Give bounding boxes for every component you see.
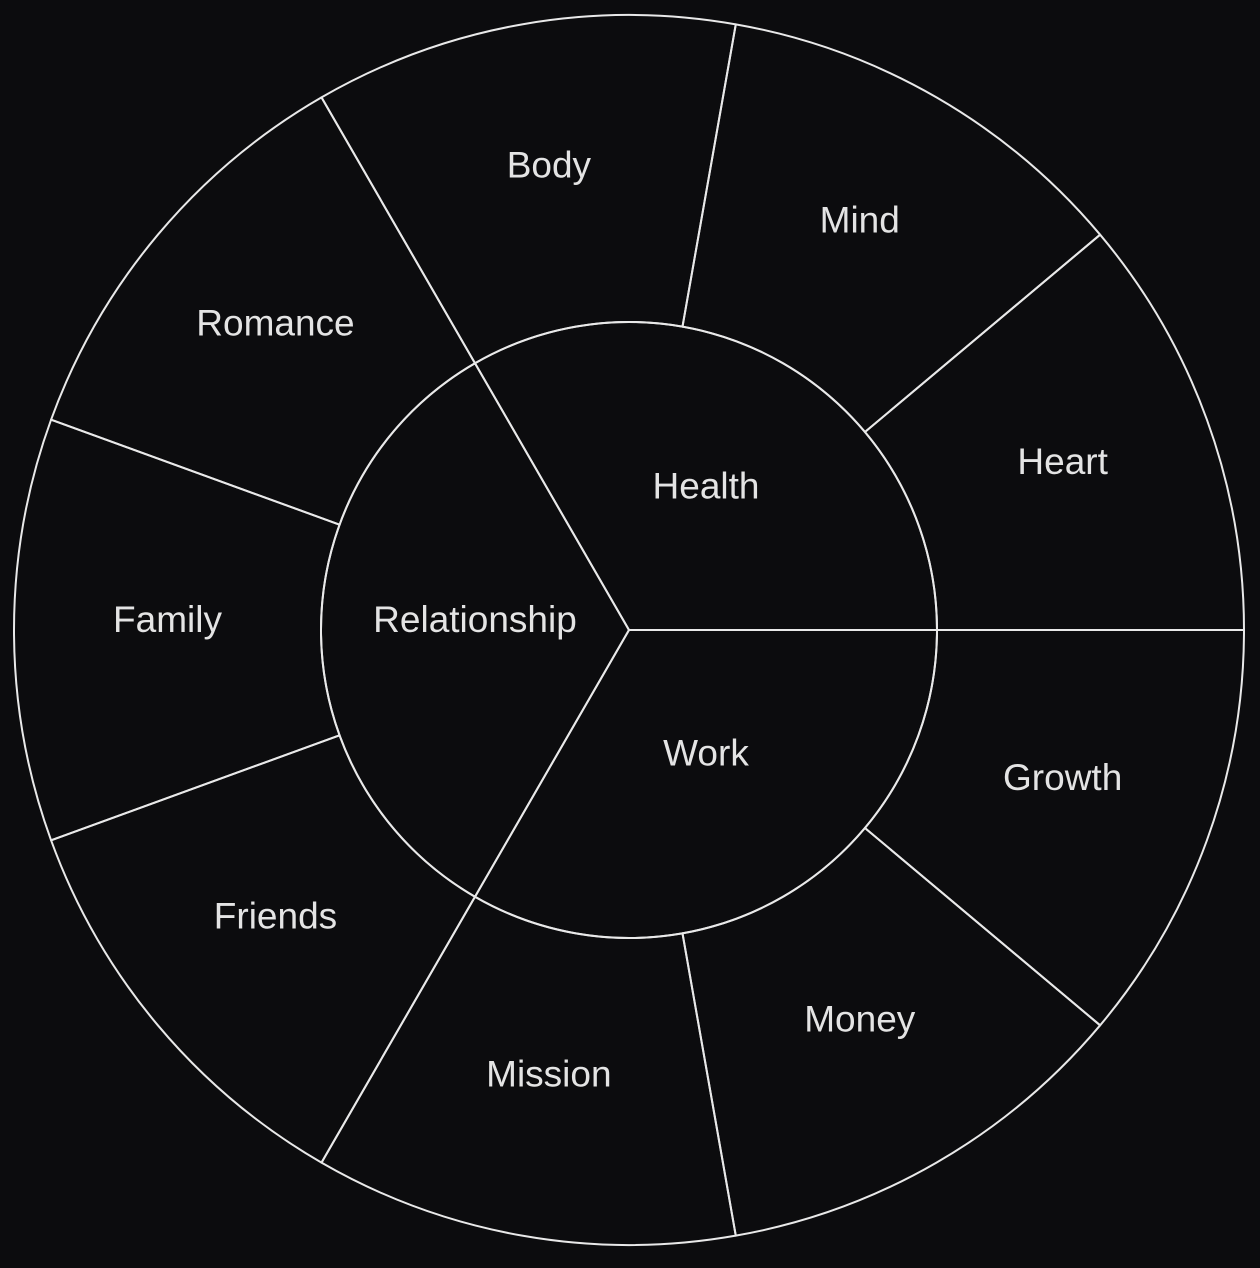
segment-family-label: Family [113, 599, 222, 640]
segment-heart[interactable] [863, 233, 1245, 631]
segment-mind[interactable] [681, 23, 1102, 434]
sector-relationship-label: Relationship [373, 599, 577, 640]
segment-growth[interactable] [863, 629, 1245, 1027]
segment-money[interactable] [681, 826, 1102, 1237]
sector-health-label: Health [653, 466, 760, 507]
segment-mission-label: Mission [486, 1053, 611, 1094]
segment-romance-label: Romance [196, 302, 354, 343]
segment-money-label: Money [804, 999, 916, 1040]
segment-body-label: Body [507, 145, 592, 186]
sector-work-label: Work [663, 732, 749, 773]
segment-friends-label: Friends [214, 896, 337, 937]
segment-romance[interactable] [50, 96, 476, 526]
wheel-segments [13, 14, 1245, 1246]
segment-heart-label: Heart [1017, 441, 1108, 482]
segment-mind-label: Mind [820, 199, 900, 240]
segment-friends[interactable] [50, 734, 476, 1164]
segment-mission[interactable] [320, 895, 737, 1246]
segment-body[interactable] [320, 14, 737, 365]
segment-growth-label: Growth [1003, 757, 1122, 798]
segment-family[interactable] [13, 418, 341, 842]
